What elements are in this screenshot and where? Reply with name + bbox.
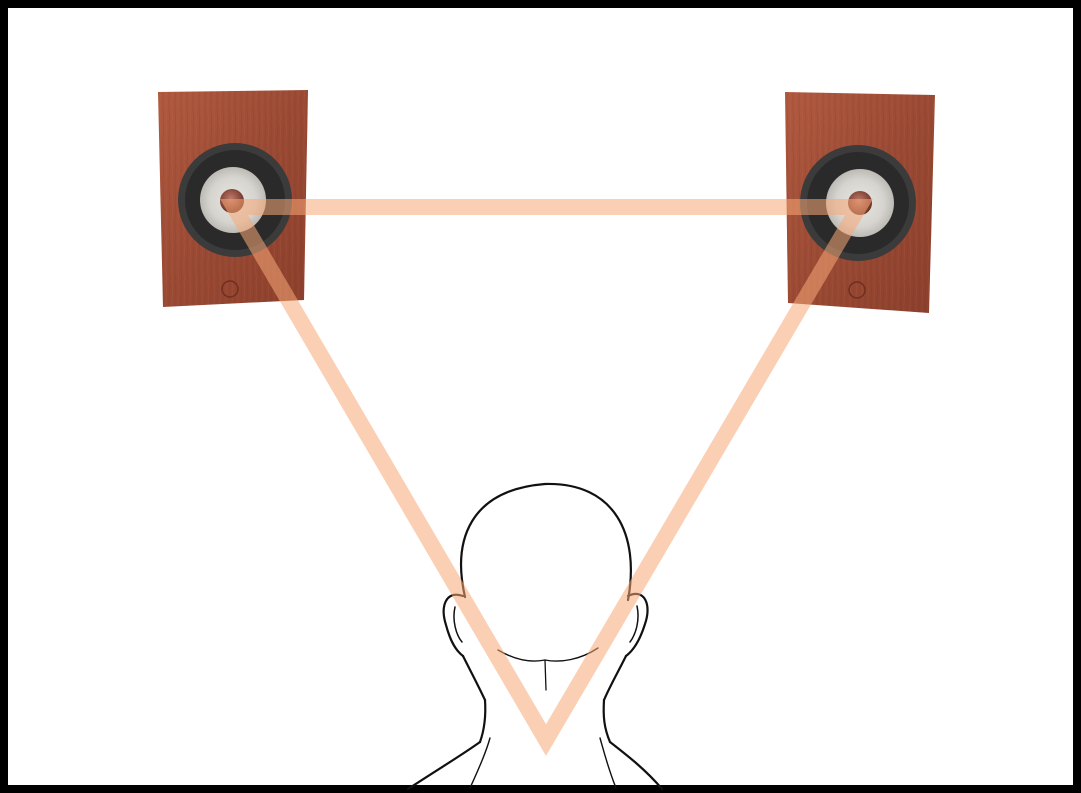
left-speaker	[158, 90, 308, 307]
